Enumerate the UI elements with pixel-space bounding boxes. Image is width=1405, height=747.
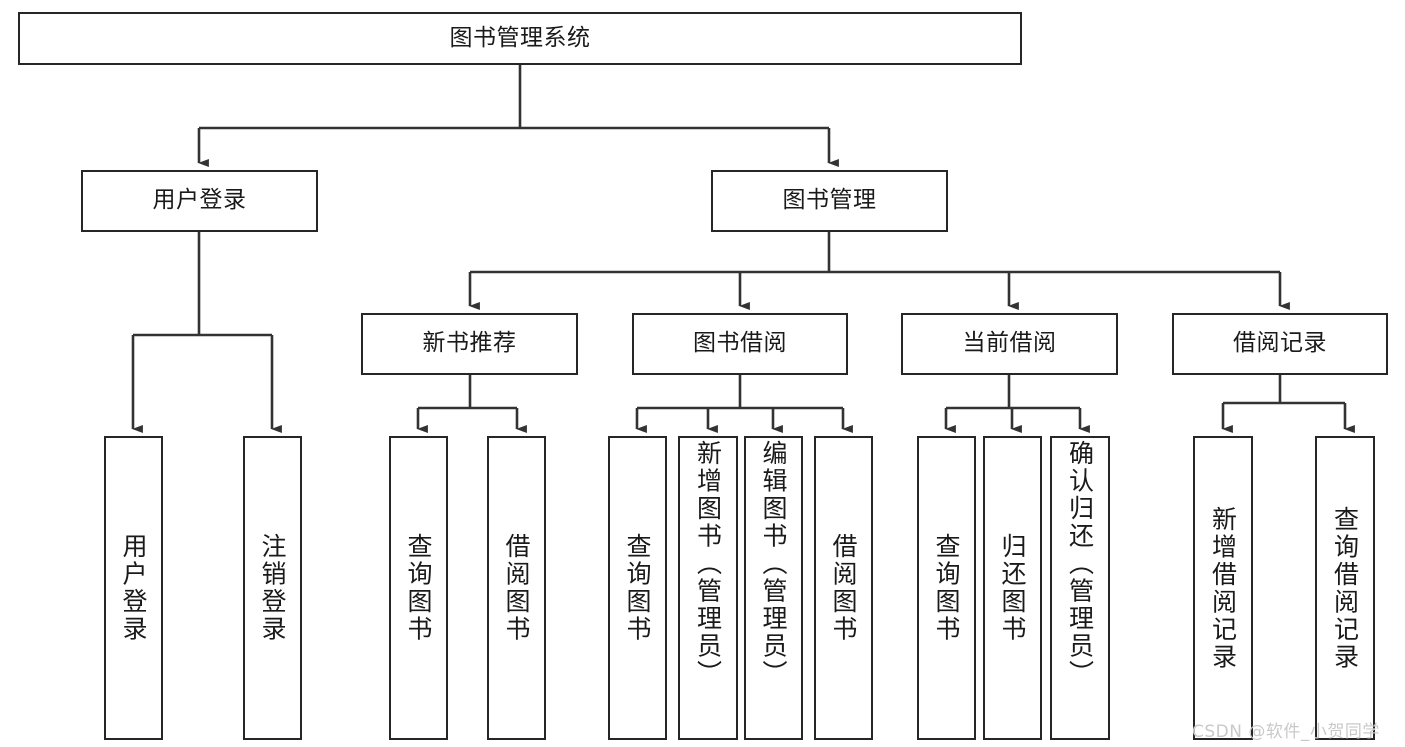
node-book-borrow[interactable]: 图书借阅 [632,313,848,375]
node-user-login[interactable]: 用户登录 [81,170,318,232]
leaf-query-book-current[interactable]: 查询图书 [917,436,976,740]
leaf-borrow-book[interactable]: 借阅图书 [814,436,873,740]
leaf-add-book-admin-label: 新增图书（管理员） [693,440,723,688]
leaf-add-borrow-record-label: 新增借阅记录 [1208,505,1238,671]
leaf-query-book-current-label: 查询图书 [932,533,961,643]
leaf-query-book-rec-label: 查询图书 [404,533,433,643]
node-root[interactable]: 图书管理系统 [18,12,1022,65]
node-book-management[interactable]: 图书管理 [711,170,948,232]
leaf-confirm-return-admin-label: 确认归还（管理员） [1065,440,1095,688]
leaf-query-borrow-record-label: 查询借阅记录 [1330,505,1360,671]
leaf-return-book-label: 归还图书 [998,533,1027,643]
leaf-borrow-book-rec[interactable]: 借阅图书 [487,436,546,740]
node-borrow-record[interactable]: 借阅记录 [1172,313,1388,375]
node-new-book-recommend-label: 新书推荐 [422,330,517,357]
node-new-book-recommend[interactable]: 新书推荐 [361,313,578,375]
leaf-edit-book-admin-label: 编辑图书（管理员） [759,440,788,688]
watermark-text: CSDN @软件_小贺同学 [1192,722,1380,742]
node-borrow-record-label: 借阅记录 [1233,330,1327,357]
node-book-borrow-label: 图书借阅 [693,330,787,357]
leaf-query-book-rec[interactable]: 查询图书 [389,436,448,740]
leaf-user-login[interactable]: 用户登录 [104,436,163,740]
leaf-add-borrow-record[interactable]: 新增借阅记录 [1193,436,1253,740]
node-current-borrow-label: 当前借阅 [962,330,1057,357]
leaf-add-book-admin[interactable]: 新增图书（管理员） [678,436,738,740]
node-user-login-label: 用户登录 [152,187,247,214]
leaf-return-book[interactable]: 归还图书 [983,436,1042,740]
leaf-borrow-book-label: 借阅图书 [829,533,858,643]
leaf-query-book-borrow[interactable]: 查询图书 [608,436,667,740]
leaf-borrow-book-rec-label: 借阅图书 [502,533,531,643]
leaf-logout-login[interactable]: 注销登录 [243,436,302,740]
leaf-user-login-label: 用户登录 [119,533,148,643]
leaf-query-borrow-record[interactable]: 查询借阅记录 [1315,436,1375,740]
node-root-label: 图书管理系统 [449,24,591,51]
node-current-borrow[interactable]: 当前借阅 [901,313,1118,375]
leaf-query-book-borrow-label: 查询图书 [623,533,652,643]
leaf-confirm-return-admin[interactable]: 确认归还（管理员） [1050,436,1110,740]
leaf-logout-login-label: 注销登录 [258,533,287,643]
leaf-edit-book-admin[interactable]: 编辑图书（管理员） [744,436,803,740]
node-book-management-label: 图书管理 [782,187,877,214]
